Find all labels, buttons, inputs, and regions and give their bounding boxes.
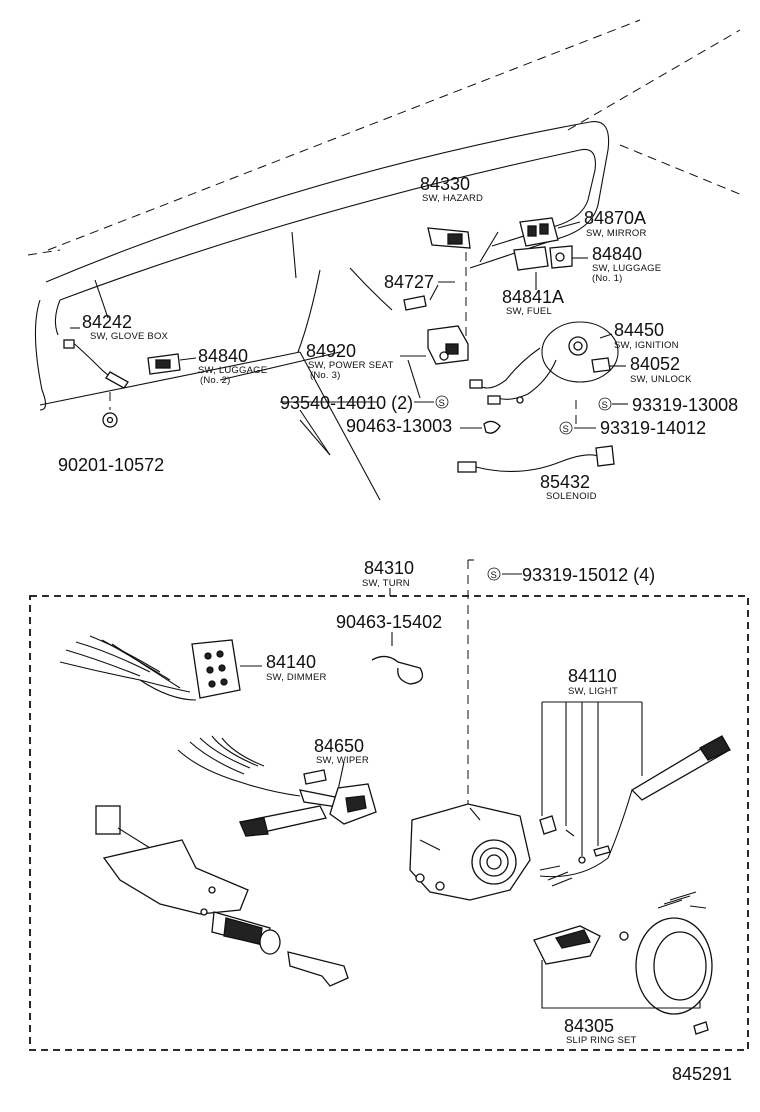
part-84140-number: 84140 xyxy=(266,652,316,672)
part-90463-13003-number: 90463-13003 xyxy=(346,416,452,436)
part-84841A-number: 84841A xyxy=(502,287,564,307)
hazard-switch-part xyxy=(427,227,471,344)
power-seat-switch-part xyxy=(400,325,469,365)
screw-symbol-14012: S xyxy=(559,400,596,435)
diagram-id: 845291 xyxy=(672,1064,732,1084)
glove-box-switch-part xyxy=(63,327,129,428)
part-84052-desc: SW, UNLOCK xyxy=(630,374,692,385)
dashboard-outline xyxy=(27,19,743,501)
part-84305-number: 84305 xyxy=(564,1016,614,1036)
part-93319-14012-number: 93319-14012 xyxy=(600,418,706,438)
turn-lever-assembly xyxy=(95,805,349,987)
part-84305-desc: SLIP RING SET xyxy=(566,1035,637,1046)
part-84242-number: 84242 xyxy=(82,312,132,332)
screw-symbol-93540: S xyxy=(299,359,449,456)
screw-symbol-15012: S xyxy=(487,567,522,581)
part-93319-13008-number: 93319-13008 xyxy=(632,395,738,415)
part-84310-number: 84310 xyxy=(364,558,414,578)
part-84450-desc: SW, IGNITION xyxy=(614,340,679,351)
mirror-switch-part xyxy=(513,217,588,271)
part-84870A-desc: SW, MIRROR xyxy=(586,228,647,239)
ignition-switch-part xyxy=(469,321,626,405)
part-84840b-desc2: (No. 2) xyxy=(200,375,230,386)
part-85432-desc: SOLENOID xyxy=(546,491,597,502)
solenoid-part xyxy=(457,445,615,473)
part-93540-number: 93540-14010 (2) xyxy=(280,393,413,413)
part-84727-shape xyxy=(403,281,455,311)
part-84727-number: 84727 xyxy=(384,272,434,292)
screw-symbol-13008-text: S xyxy=(602,400,609,411)
slip-ring-part xyxy=(533,891,713,1035)
part-84110-desc: SW, LIGHT xyxy=(568,686,618,697)
part-84841A-desc: SW, FUEL xyxy=(506,306,552,317)
part-84920-number: 84920 xyxy=(306,341,356,361)
part-84920-desc2: (No. 3) xyxy=(310,370,340,381)
part-84330-desc: SW, HAZARD xyxy=(422,193,483,204)
part-90201-number: 90201-10572 xyxy=(58,455,164,475)
part-84840b-desc: SW, LUGGAGE xyxy=(198,365,267,376)
part-84870A-number: 84870A xyxy=(584,208,646,228)
clamp-15402 xyxy=(371,632,424,685)
turn-switch-body xyxy=(409,803,531,901)
clamp-13003 xyxy=(460,420,501,434)
part-84840b-number: 84840 xyxy=(198,346,248,366)
screw-symbol-14012-text: S xyxy=(563,424,570,435)
part-84242-desc: SW, GLOVE BOX xyxy=(90,331,169,342)
luggage-no2-switch-part xyxy=(147,353,197,375)
part-84310-desc: SW, TURN xyxy=(362,578,410,589)
part-84450-number: 84450 xyxy=(614,320,664,340)
part-90463-15402-number: 90463-15402 xyxy=(336,612,442,632)
part-84110-number: 84110 xyxy=(568,666,617,686)
dimmer-switch-part xyxy=(59,635,262,701)
part-84840a-number: 84840 xyxy=(592,244,642,264)
part-84052-number: 84052 xyxy=(630,354,680,374)
part-84920-desc: SW, POWER SEAT xyxy=(308,360,394,371)
turn-switch-bounding-frame xyxy=(29,559,749,1051)
light-switch-part xyxy=(539,701,731,887)
part-84140-desc: SW, DIMMER xyxy=(266,672,327,683)
part-84330-number: 84330 xyxy=(420,174,470,194)
part-84840a-desc2: (No. 1) xyxy=(592,273,622,284)
part-84650-number: 84650 xyxy=(314,736,364,756)
wiper-switch-part xyxy=(177,735,377,837)
part-93319-15012-number: 93319-15012 (4) xyxy=(522,565,655,585)
screw-symbol-93540-text: S xyxy=(439,398,446,409)
part-84650-desc: SW, WIPER xyxy=(316,755,369,766)
part-85432-number: 85432 xyxy=(540,472,590,492)
screw-symbol-13008: S xyxy=(598,397,628,411)
screw-symbol-15012-text: S xyxy=(491,570,498,581)
part-84840a-desc: SW, LUGGAGE xyxy=(592,263,661,274)
